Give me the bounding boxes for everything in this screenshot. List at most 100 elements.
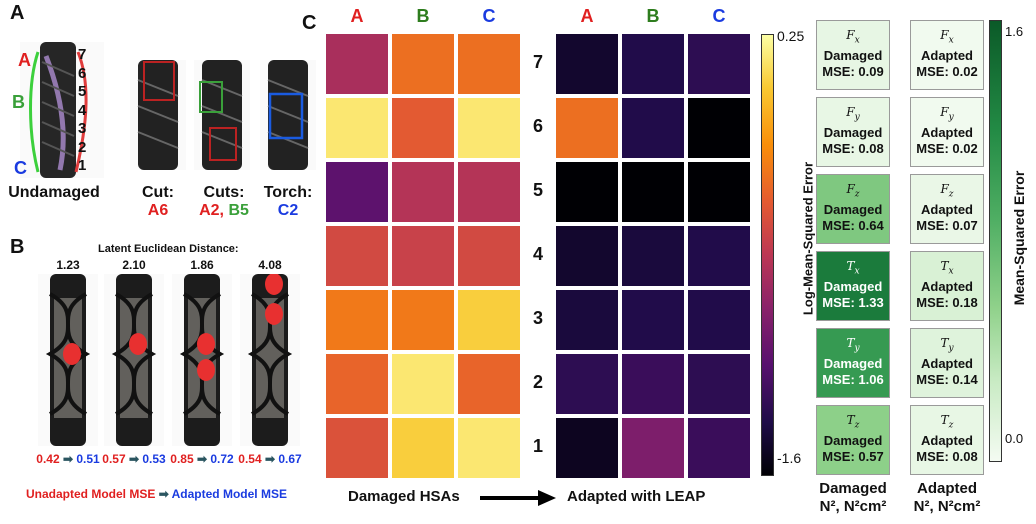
heatmap-cell bbox=[556, 162, 618, 222]
heatmap-cell bbox=[392, 354, 454, 414]
caption-cut-line1: Cut: bbox=[142, 184, 174, 201]
heatmap-cell bbox=[326, 354, 388, 414]
heatmap-row-label: 4 bbox=[532, 244, 543, 264]
mse-word: Adapted bbox=[921, 48, 973, 64]
mse-value: MSE: 1.06 bbox=[822, 372, 884, 388]
section-number: 4 bbox=[78, 101, 87, 119]
panel-c-letter: C bbox=[302, 12, 317, 34]
damaged-footer-title: Damaged bbox=[819, 480, 887, 497]
panel-a-letter: A bbox=[10, 2, 25, 24]
heatmap-cell bbox=[458, 98, 520, 158]
mse-value: MSE: 0.07 bbox=[916, 218, 978, 234]
section-numbers: 7 6 5 4 3 2 1 bbox=[78, 46, 94, 176]
mse-colorbar bbox=[989, 20, 1002, 462]
heatmap-right-caption: Adapted with LEAP bbox=[567, 488, 706, 505]
arrow-icon: ➡ bbox=[62, 452, 74, 466]
mse-word: Adapted bbox=[921, 279, 973, 295]
heatmap-cell bbox=[622, 162, 684, 222]
section-number: 6 bbox=[78, 64, 87, 82]
force-component: Tz bbox=[846, 413, 860, 431]
latent-distance-value: 2.10 bbox=[122, 258, 146, 272]
heatmap-cell bbox=[556, 226, 618, 286]
heatmap-cell bbox=[688, 162, 750, 222]
damaged-footer-units: N², N²cm² bbox=[819, 498, 887, 515]
mse-tick-top: 1.6 bbox=[1005, 24, 1024, 39]
damaged-column-footer: Damaged N², N²cm² bbox=[808, 480, 898, 516]
heatmap-row-label: 2 bbox=[532, 372, 543, 392]
latent-distance-value: 1.23 bbox=[56, 258, 80, 272]
hsa-damage-photo bbox=[104, 274, 164, 446]
heatmap-cell bbox=[326, 34, 388, 94]
mse-pair: 0.54 ➡ 0.67 bbox=[230, 452, 310, 466]
heatmap-cell bbox=[458, 354, 520, 414]
adapted-footer-title: Adapted bbox=[917, 480, 977, 497]
heatmap-cell bbox=[622, 98, 684, 158]
heatmap-row-label: 5 bbox=[532, 180, 543, 200]
mse-value: MSE: 0.02 bbox=[916, 141, 978, 157]
legend-unadapted: Unadapted Model MSE bbox=[26, 487, 156, 501]
force-component: Fy bbox=[846, 105, 860, 123]
mse-pair: 0.85 ➡ 0.72 bbox=[162, 452, 242, 466]
mse-after: 0.51 bbox=[76, 452, 100, 466]
mse-word: Adapted bbox=[921, 202, 973, 218]
caption-cut: Cut: A6 bbox=[124, 184, 192, 220]
mse-before: 0.42 bbox=[36, 452, 60, 466]
damaged-mse-box: Fx Damaged MSE: 0.09 bbox=[816, 20, 890, 90]
mse-after: 0.53 bbox=[142, 452, 166, 466]
undamaged-hsa-drawing bbox=[29, 42, 88, 178]
heatmap-cell bbox=[688, 418, 750, 478]
force-component: Tx bbox=[940, 259, 954, 277]
mse-pair: 0.57 ➡ 0.53 bbox=[94, 452, 174, 466]
mse-word: Damaged bbox=[823, 202, 883, 218]
adapted-mse-box: Fz Adapted MSE: 0.07 bbox=[910, 174, 984, 244]
hsa-damage-photo bbox=[172, 274, 232, 446]
undamaged-label-c: C bbox=[14, 158, 27, 178]
log-mse-tick-top: 0.25 bbox=[777, 28, 805, 44]
force-component: Ty bbox=[846, 336, 860, 354]
heatmap-cell bbox=[622, 290, 684, 350]
heatmap-cell bbox=[556, 418, 618, 478]
heatmap-cell bbox=[392, 34, 454, 94]
mse-value: MSE: 1.33 bbox=[822, 295, 884, 311]
heatmap-cell bbox=[326, 290, 388, 350]
latent-distance-value: 1.86 bbox=[190, 258, 214, 272]
caption-torch: Torch: C2 bbox=[254, 184, 322, 220]
mse-value: MSE: 0.08 bbox=[916, 449, 978, 465]
transition-arrow-icon bbox=[480, 490, 556, 506]
arrow-icon: ➡ bbox=[128, 452, 140, 466]
heatmap-cell bbox=[556, 354, 618, 414]
heatmap-cell bbox=[458, 162, 520, 222]
damaged-mse-box: Tx Damaged MSE: 1.33 bbox=[816, 251, 890, 321]
heatmap-cell bbox=[688, 98, 750, 158]
mse-word: Adapted bbox=[921, 125, 973, 141]
mse-after: 0.67 bbox=[278, 452, 302, 466]
adapted-mse-box: Tz Adapted MSE: 0.08 bbox=[910, 405, 984, 475]
force-component: Fz bbox=[846, 182, 860, 200]
panel-b-legend: Unadapted Model MSE ➡ Adapted Model MSE bbox=[26, 487, 287, 501]
heatmap-column-label: C bbox=[482, 6, 496, 26]
force-component: Tz bbox=[940, 413, 954, 431]
cuts-a2-b5-photo bbox=[194, 60, 250, 170]
caption-cuts-a2: A2, bbox=[199, 202, 224, 219]
heatmap-row-label: 7 bbox=[532, 52, 543, 72]
heatmap-column-label: A bbox=[350, 6, 364, 26]
heatmap-cell bbox=[688, 226, 750, 286]
heatmap-cell bbox=[326, 98, 388, 158]
heatmap-cell bbox=[392, 226, 454, 286]
undamaged-label-b: B bbox=[12, 92, 25, 112]
heatmap-cell bbox=[622, 418, 684, 478]
mse-before: 0.54 bbox=[238, 452, 262, 466]
heatmap-cell bbox=[556, 34, 618, 94]
hsa-damage-photo bbox=[38, 274, 98, 446]
adapted-column-footer: Adapted N², N²cm² bbox=[902, 480, 992, 516]
heatmap-column-label: B bbox=[646, 6, 660, 26]
section-number: 2 bbox=[78, 138, 87, 156]
mse-word: Damaged bbox=[823, 356, 883, 372]
heatmap-cell bbox=[458, 290, 520, 350]
log-mse-colorbar bbox=[761, 34, 774, 476]
force-component: Fz bbox=[940, 182, 954, 200]
heatmap-cell bbox=[622, 226, 684, 286]
caption-torch-line1: Torch: bbox=[263, 184, 313, 201]
mse-value: MSE: 0.08 bbox=[822, 141, 884, 157]
force-component: Fx bbox=[846, 28, 860, 46]
